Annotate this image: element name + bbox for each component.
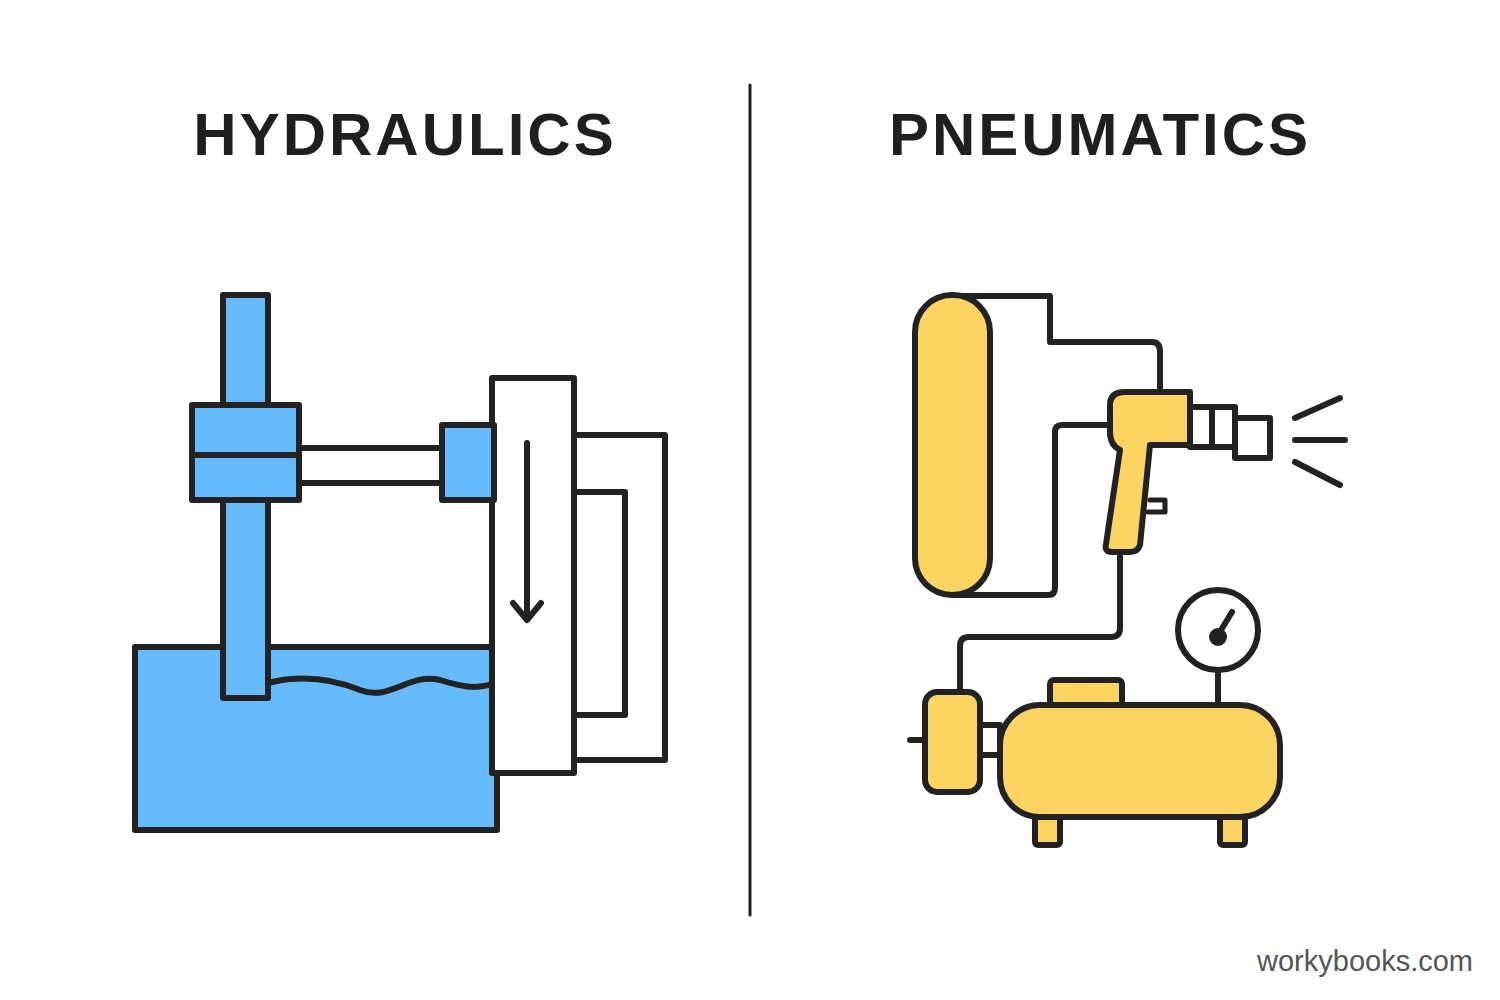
hydraulic-press [135,295,665,830]
panel-heading: PNEUMATICS [889,100,1311,169]
divider-line [749,85,752,915]
pneumatic-system [910,295,1345,845]
watermark: workybooks.com [1257,945,1473,978]
panel-heading: HYDRAULICS [193,100,616,169]
